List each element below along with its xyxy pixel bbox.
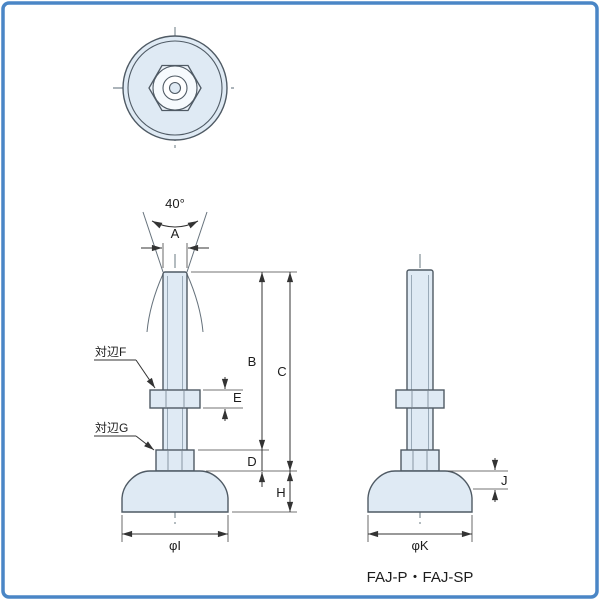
front-view: 40° A 対辺F 対辺G E xyxy=(94,196,297,553)
dim-j-label: J xyxy=(501,473,508,488)
dim-h-label: H xyxy=(276,485,285,500)
tilt-line-right xyxy=(186,211,208,273)
flats-f-leader xyxy=(135,359,156,389)
dim-b-label: B xyxy=(248,354,257,369)
dim-a-label: A xyxy=(171,226,180,241)
threaded-stud xyxy=(162,271,188,472)
dim-d-label: D xyxy=(247,454,256,469)
flats-g-leader xyxy=(135,435,155,451)
jam-nut xyxy=(149,389,201,409)
tilt-line-left xyxy=(142,211,164,273)
stud-center-circle xyxy=(168,81,182,95)
threaded-stud-side xyxy=(406,269,434,472)
dim-phi-i-label: φI xyxy=(169,538,181,553)
base-rim-circle xyxy=(127,40,223,136)
base-hex xyxy=(155,449,195,472)
jam-nut-side xyxy=(395,389,445,409)
angle-arc xyxy=(151,220,199,229)
product-model-title: FAJ-P・FAJ-SP xyxy=(367,569,474,586)
flats-g-label: 対辺G xyxy=(95,421,128,435)
flats-f-label: 対辺F xyxy=(95,345,126,359)
foot-base-side xyxy=(367,470,473,513)
dim-c-label: C xyxy=(277,364,286,379)
dim-e-label: E xyxy=(233,390,242,405)
foot-base xyxy=(121,470,229,513)
tilt-sweep-left xyxy=(146,273,164,333)
angle-label: 40° xyxy=(165,196,185,211)
dim-phi-k-label: φK xyxy=(411,538,428,553)
base-hex-side xyxy=(400,449,440,472)
tilt-sweep-right xyxy=(186,273,204,333)
side-view: J φK xyxy=(367,254,508,553)
top-view xyxy=(113,27,237,149)
